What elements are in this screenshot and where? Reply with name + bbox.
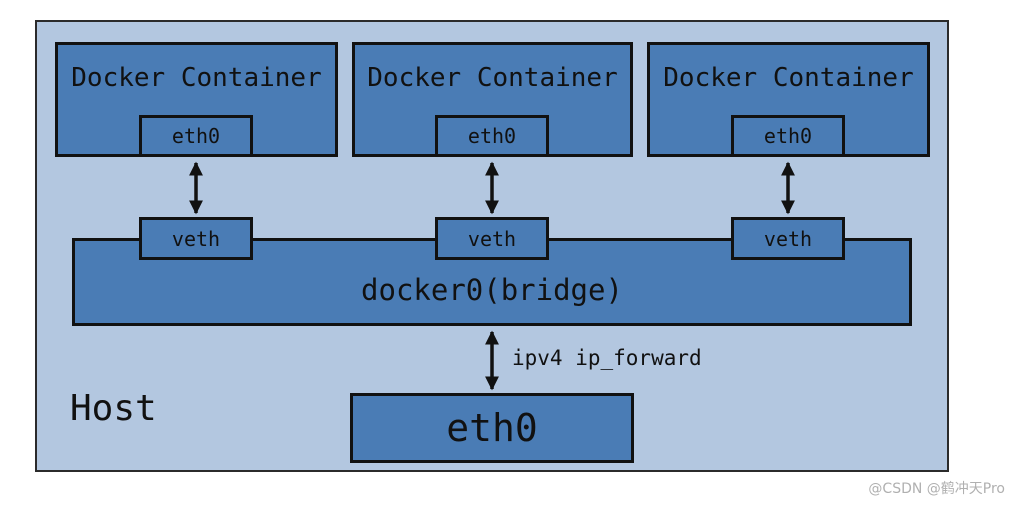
veth-3: veth bbox=[731, 217, 845, 260]
container-title: Docker Container bbox=[367, 63, 618, 93]
container-3-eth0: eth0 bbox=[731, 115, 845, 157]
veth-1: veth bbox=[139, 217, 253, 260]
watermark: @CSDN @鹤冲天Pro bbox=[868, 481, 1005, 497]
ip-forward-label: ipv4 ip_forward bbox=[512, 346, 702, 370]
host-eth0: eth0 bbox=[350, 393, 634, 463]
container-title: Docker Container bbox=[663, 63, 914, 93]
host-label: Host bbox=[70, 388, 157, 429]
bridge-label: docker0(bridge) bbox=[361, 273, 623, 307]
veth-2: veth bbox=[435, 217, 549, 260]
container-title: Docker Container bbox=[71, 63, 322, 93]
container-2-eth0: eth0 bbox=[435, 115, 549, 157]
container-1-eth0: eth0 bbox=[139, 115, 253, 157]
